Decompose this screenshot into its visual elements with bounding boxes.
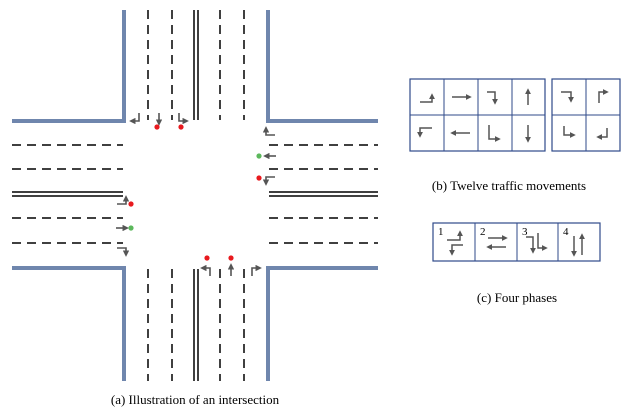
- movement-e-right-turn-icon: [563, 126, 576, 138]
- phase-4-number: 4: [563, 226, 569, 238]
- west-right-turn-arrow: [117, 247, 130, 257]
- movements-grid: (b) Twelve traffic movements: [409, 78, 621, 193]
- signal-lights: [128, 124, 262, 261]
- caption-phases: (c) Four phases: [477, 290, 557, 305]
- signal-west-through: [128, 225, 134, 231]
- north-left-turn-arrow: [178, 113, 189, 125]
- phase-2-number: 2: [480, 226, 486, 238]
- east-approach-lanes: [269, 144, 378, 244]
- curbs: [12, 10, 378, 381]
- movement-n-left-turn-icon: [561, 91, 574, 103]
- signal-north-through: [178, 124, 184, 130]
- caption-intersection: (a) Illustration of an intersection: [111, 392, 280, 407]
- signal-north-left: [154, 124, 160, 130]
- signal-west-left: [128, 201, 134, 207]
- east-right-turn-arrow: [262, 126, 275, 136]
- movement-s-left-turn-icon: [598, 89, 609, 103]
- phase-3-left-turn-opposite-icon: [537, 233, 548, 251]
- movement-w-right-turn-icon: [596, 128, 608, 140]
- west-lane-arrows: [116, 195, 130, 257]
- north-lane-arrows: [129, 113, 189, 126]
- movements-right-group: [551, 78, 621, 152]
- movement-s-right-turn-icon: [488, 125, 501, 142]
- west-left-turn-arrow: [117, 195, 130, 205]
- caption-movements: (b) Twelve traffic movements: [432, 178, 586, 193]
- south-approach-lanes: [147, 269, 245, 381]
- north-right-turn-arrow: [129, 113, 140, 125]
- phase-3-left-turn-icon: [526, 236, 536, 254]
- east-left-turn-arrow: [262, 176, 275, 186]
- movement-w-left-turn-icon: [420, 93, 435, 103]
- movement-e-left-turn-icon: [417, 127, 432, 138]
- phase-1-left-turn-icon: [447, 230, 463, 241]
- signal-east-through: [256, 153, 262, 159]
- south-left-turn-arrow: [200, 264, 211, 276]
- intersection-diagram: (a) Illustration of an intersection: [12, 10, 378, 407]
- signal-east-left: [256, 175, 262, 181]
- phases-diagram: 1 2 3 4 (c) Four phases: [432, 222, 601, 305]
- south-right-turn-arrow: [251, 264, 262, 276]
- movements-left-group: [409, 78, 546, 152]
- north-approach-lanes: [147, 10, 245, 120]
- phase-1-number: 1: [438, 226, 444, 238]
- signal-south-through: [228, 255, 234, 261]
- east-lane-arrows: [262, 126, 276, 186]
- movement-n-right-turn-icon: [487, 91, 498, 105]
- south-lane-arrows: [200, 263, 262, 276]
- signal-south-left: [204, 255, 210, 261]
- west-approach-lanes: [12, 144, 123, 244]
- phase-3-number: 3: [522, 226, 528, 238]
- phase-1-left-turn-opposite-icon: [449, 244, 463, 256]
